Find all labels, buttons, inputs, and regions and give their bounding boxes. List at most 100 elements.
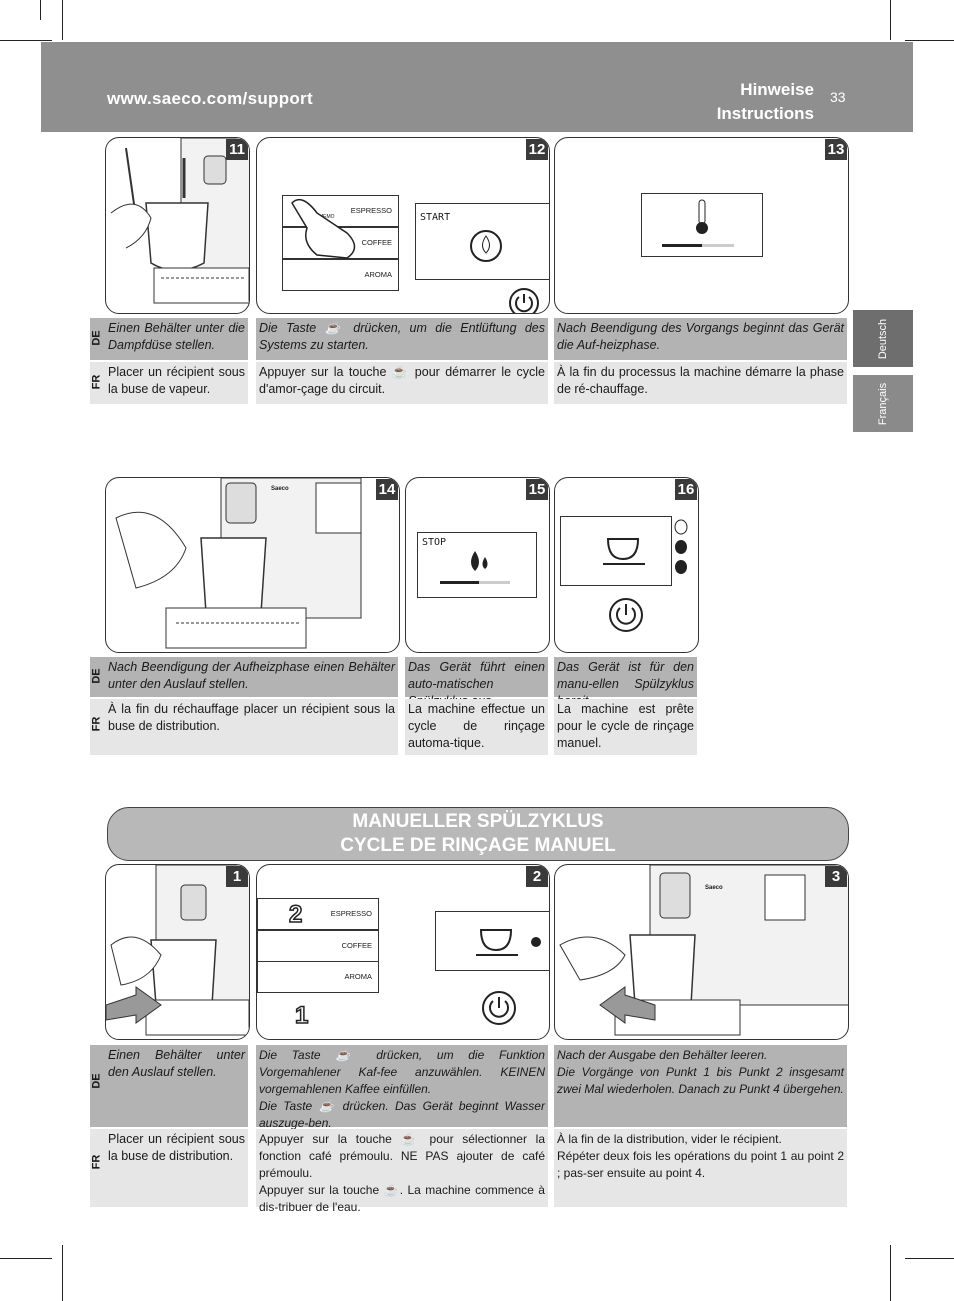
dispenser-illustration bbox=[115, 478, 362, 649]
step-2-fr-text-a: Appuyer sur la touche bbox=[259, 1132, 392, 1146]
coffee-label: COFFEE bbox=[361, 238, 392, 247]
aroma-label: AROMA bbox=[364, 270, 392, 279]
tab-deutsch[interactable]: Deutsch bbox=[853, 310, 913, 367]
step-2-de-text-b: drücken, um die Funktion Vorgemahlener K… bbox=[259, 1048, 545, 1096]
crop-mark bbox=[62, 1245, 63, 1301]
step-1-de: Einen Behälter unter den Auslauf stellen… bbox=[90, 1045, 248, 1127]
step-2-de-text-c: Die Taste bbox=[259, 1099, 313, 1113]
step-16-fr-text: La machine est prête pour le cycle de ri… bbox=[557, 702, 694, 750]
step-3-fr-text-b: Répéter deux fois les opérations du poin… bbox=[557, 1149, 844, 1180]
illustration-step-16: 16 bbox=[554, 477, 699, 653]
container-removal-illustration bbox=[559, 865, 848, 1036]
power-icon bbox=[609, 598, 643, 632]
step-number: 2 bbox=[526, 866, 548, 887]
brand-logo: Saeco bbox=[271, 486, 289, 492]
illustration-step-13: 13 bbox=[554, 137, 849, 314]
step-13-fr: À la fin du processus la machine démarre… bbox=[554, 362, 847, 404]
power-icon bbox=[509, 288, 539, 313]
lang-code-fr: FR bbox=[90, 374, 103, 390]
machine-display: START bbox=[415, 203, 549, 280]
aroma-button[interactable]: AROMA bbox=[282, 259, 399, 291]
step-number: 16 bbox=[675, 479, 697, 500]
page-number: 33 bbox=[830, 89, 846, 105]
heating-progress-bar bbox=[662, 244, 734, 247]
aroma-button[interactable]: AROMA bbox=[257, 961, 379, 993]
crop-mark bbox=[890, 0, 891, 40]
espresso-label: ESPRESSO bbox=[350, 206, 392, 215]
step-3-fr-text-a: À la fin de la distribution, vider le ré… bbox=[557, 1132, 782, 1146]
step-12-de-text-a: Die Taste bbox=[259, 321, 317, 335]
machine-display bbox=[560, 516, 688, 586]
step-11-de-text: Einen Behälter unter die Dampfdüse stell… bbox=[108, 321, 245, 352]
illustration-step-2: ESPRESSO COFFEE AROMA 2 1 2 bbox=[256, 864, 550, 1040]
step-2-fr: Appuyer sur la touche ☕ pour sélectionne… bbox=[256, 1129, 548, 1214]
step-11-de: Einen Behälter unter die Dampfdüse stell… bbox=[90, 318, 248, 360]
section-banner: MANUELLER SPÜLZYKLUS CYCLE DE RINÇAGE MA… bbox=[107, 807, 849, 861]
step-2-de-text-a: Die Taste bbox=[259, 1048, 321, 1062]
step-3-de: Nach der Ausgabe den Behälter leeren. Di… bbox=[554, 1045, 847, 1127]
water-drop-refresh-icon bbox=[470, 230, 502, 262]
aroma-label: AROMA bbox=[344, 972, 372, 981]
memo-cup-icon: ☕ bbox=[391, 365, 410, 379]
ground-coffee-icon: ☕ bbox=[400, 1132, 421, 1146]
step-16-de: Das Gerät ist für den manu-ellen Spülzyk… bbox=[554, 657, 697, 708]
tab-francais-label: Français bbox=[877, 382, 889, 425]
support-url[interactable]: www.saeco.com/support bbox=[107, 89, 313, 108]
tab-francais[interactable]: Français bbox=[853, 375, 913, 432]
step-13-fr-text: À la fin du processus la machine démarre… bbox=[557, 365, 844, 396]
step-2-fr-text-b: pour sélectionner la fonction café prémo… bbox=[259, 1132, 545, 1180]
step-15-de: Das Gerät führt einen auto-matischen Spü… bbox=[405, 657, 548, 708]
step-13-de-text: Nach Beendigung des Vorgangs beginnt das… bbox=[557, 321, 844, 352]
callout-number-1: 1 bbox=[294, 1001, 309, 1030]
lang-code-fr: FR bbox=[90, 1154, 103, 1170]
lang-code-fr: FR bbox=[90, 716, 103, 732]
tab-deutsch-label: Deutsch bbox=[876, 318, 889, 359]
coffee-button[interactable]: COFFEE bbox=[257, 930, 379, 962]
step-13-de: Nach Beendigung des Vorgangs beginnt das… bbox=[554, 318, 847, 360]
machine-display: STOP bbox=[417, 532, 537, 598]
ground-coffee-icon: ☕ bbox=[335, 1048, 362, 1062]
crop-mark bbox=[905, 1258, 954, 1259]
step-number: 13 bbox=[825, 139, 847, 160]
step-2-fr-text-d: . La machine commence à dis-tribuer de l… bbox=[259, 1183, 545, 1214]
illustration-step-1: 1 bbox=[105, 864, 250, 1040]
step-11-fr: Placer un récipient sous la buse de vape… bbox=[90, 362, 248, 404]
banner-title-de: MANUELLER SPÜLZYKLUS bbox=[352, 811, 604, 832]
step-number: 11 bbox=[226, 139, 248, 160]
step-14-fr-text: À la fin du réchauffage placer un récipi… bbox=[108, 702, 395, 733]
machine-display bbox=[641, 193, 763, 257]
thermometer-icon bbox=[696, 199, 708, 234]
step-1-fr-text: Placer un récipient sous la buse de dist… bbox=[108, 1132, 245, 1163]
step-15-fr: La machine effectue un cycle de rinçage … bbox=[405, 699, 548, 755]
steam-wand-illustration bbox=[110, 138, 249, 304]
coffee-label: COFFEE bbox=[341, 941, 372, 950]
step-12-fr: Appuyer sur la touche ☕ pour démarrer le… bbox=[256, 362, 548, 404]
step-16-fr: La machine est prête pour le cycle de ri… bbox=[554, 699, 697, 755]
step-12-fr-text-a: Appuyer sur la touche bbox=[259, 365, 387, 379]
banner-title-fr: CYCLE DE RINÇAGE MANUEL bbox=[340, 835, 616, 856]
finger-pressing-icon bbox=[291, 198, 356, 259]
display-start-text: START bbox=[420, 212, 451, 223]
water-drop-icon bbox=[471, 551, 488, 571]
step-12-de-text-b: drücken, um die Entlüftung des Systems z… bbox=[259, 321, 545, 352]
cup-icon bbox=[603, 538, 645, 565]
cup-icon bbox=[476, 929, 541, 956]
step-3-de-text-a: Nach der Ausgabe den Behälter leeren. bbox=[557, 1048, 768, 1062]
page-title: Hinweise Instructions bbox=[717, 78, 814, 126]
illustration-step-11: 11 bbox=[105, 137, 250, 314]
step-number: 12 bbox=[526, 139, 548, 160]
step-3-fr: À la fin de la distribution, vider le ré… bbox=[554, 1129, 847, 1207]
step-3-de-text-b: Die Vorgänge von Punkt 1 bis Punkt 2 ins… bbox=[557, 1065, 844, 1096]
step-14-de: Nach Beendigung der Aufheizphase einen B… bbox=[90, 657, 398, 697]
crop-mark bbox=[0, 40, 52, 41]
brand-logo: Saeco bbox=[705, 885, 723, 891]
step-14-fr: À la fin du réchauffage placer un récipi… bbox=[90, 699, 398, 755]
power-icon bbox=[482, 991, 516, 1025]
step-12-fr-text-b: pour démarrer le cycle d'amor-çage du ci… bbox=[259, 365, 545, 396]
display-stop-text: STOP bbox=[422, 537, 447, 548]
step-12-de: Die Taste ☕ drücken, um die Entlüftung d… bbox=[256, 318, 548, 360]
crop-mark bbox=[905, 40, 954, 41]
crop-mark bbox=[62, 0, 63, 40]
espresso-button[interactable]: ESPRESSO bbox=[257, 898, 379, 930]
